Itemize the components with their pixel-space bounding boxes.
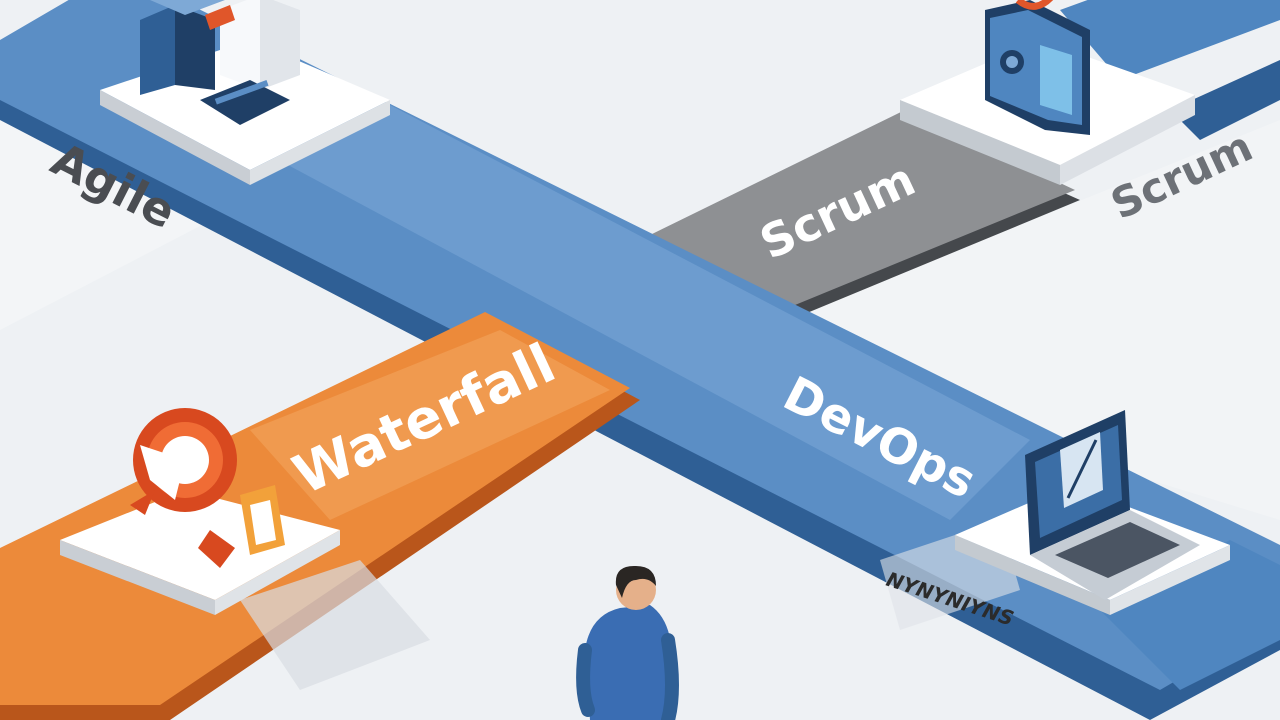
laptop-icon	[1025, 410, 1200, 600]
scrum-road	[640, 0, 1280, 320]
agile-station	[100, 0, 390, 185]
scrum-station	[900, 0, 1195, 185]
server-rack-icon	[140, 0, 300, 125]
waterfall-road	[0, 312, 640, 720]
ground-tile	[760, 120, 1280, 520]
person-icon	[576, 565, 679, 720]
waterfall-station	[60, 408, 340, 615]
dashboard-panel-icon	[985, 0, 1090, 135]
shadow	[240, 560, 430, 690]
devops-station	[955, 410, 1230, 615]
refresh-arrows-icon	[130, 408, 285, 568]
